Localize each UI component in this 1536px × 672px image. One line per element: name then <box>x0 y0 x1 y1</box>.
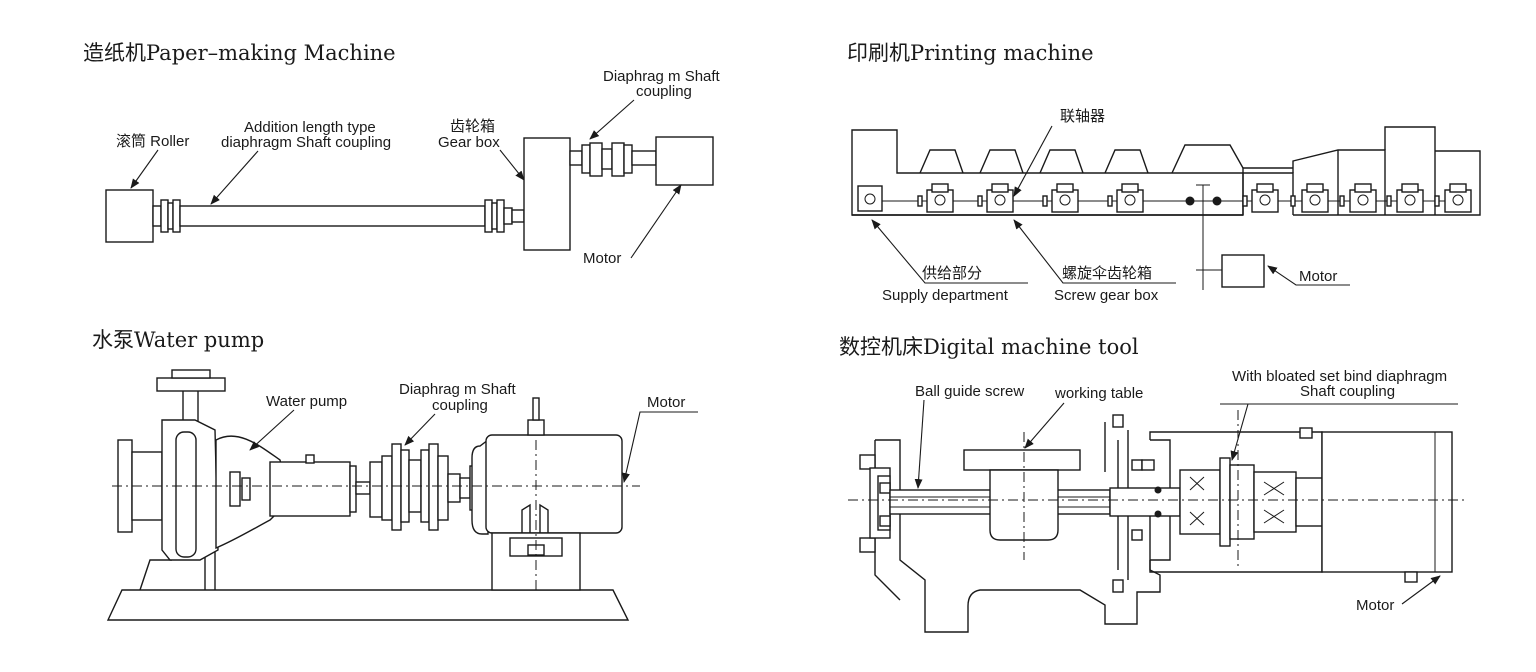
panel-paper-making: 造纸机Paper–making Machine <box>83 41 721 267</box>
cnc-working-table <box>963 449 1081 541</box>
pump-label: Water pump <box>266 393 347 410</box>
cnc-table-label: working table <box>1054 385 1143 402</box>
paper-gear-label-cn: 齿轮箱 <box>450 118 495 135</box>
printing-gear-boxes <box>857 183 1472 213</box>
cnc-title: 数控机床Digital machine tool <box>839 335 1139 359</box>
paper-right-coupling <box>484 199 525 233</box>
cnc-bloated-coupling <box>1109 457 1323 547</box>
printing-coupling-label: 联轴器 <box>1060 108 1105 125</box>
pump-centerlines <box>112 440 640 590</box>
pump-motor-label: Motor <box>647 394 685 411</box>
pump-motor <box>469 397 623 591</box>
pump-casing <box>117 419 219 561</box>
pump-bearing-housing <box>269 454 357 517</box>
paper-gear-box <box>523 137 571 251</box>
paper-motor <box>655 136 714 186</box>
printing-motor-label: Motor <box>1299 268 1337 285</box>
paper-diaphragm-label-2: coupling <box>636 83 692 100</box>
paper-title: 造纸机Paper–making Machine <box>83 41 396 65</box>
cnc-left-bearing <box>859 454 891 553</box>
paper-left-coupling <box>152 199 181 233</box>
paper-coupling-label-2: diaphragm Shaft coupling <box>221 134 391 151</box>
panel-printing: 印刷机Printing machine <box>847 41 1481 304</box>
paper-coupling-label-1: Addition length type <box>244 119 376 136</box>
cnc-coupling-label-1: With bloated set bind diaphragm <box>1232 368 1447 385</box>
printing-vertical-drive <box>1196 184 1265 290</box>
pump-title: 水泵Water pump <box>92 328 264 352</box>
panel-cnc: 数控机床Digital machine tool <box>839 335 1468 633</box>
paper-roller-label: 滚筒 Roller <box>116 133 189 150</box>
cnc-motor-label: Motor <box>1356 597 1394 614</box>
pump-diaphragm-label-2: coupling <box>432 397 488 414</box>
paper-motor-label: Motor <box>583 250 621 267</box>
pump-diaphragm-coupling <box>355 443 471 531</box>
paper-diaphragm-label-1: Diaphrag m Shaft <box>603 68 721 85</box>
printing-frame <box>851 126 1481 216</box>
paper-gear-label-en: Gear box <box>438 134 500 151</box>
paper-extension-shaft <box>179 205 486 227</box>
cnc-centerlines <box>848 403 1468 570</box>
paper-roller <box>105 189 154 243</box>
printing-screw-label-en: Screw gear box <box>1054 287 1159 304</box>
printing-title: 印刷机Printing machine <box>847 41 1094 65</box>
cnc-motor <box>1321 431 1453 583</box>
printing-couplings <box>917 195 1440 207</box>
pump-top-flange <box>156 369 226 425</box>
paper-diaphragm-coupling <box>569 142 657 177</box>
cnc-coupling-label-2: Shaft coupling <box>1300 383 1395 400</box>
printing-supply-label-cn: 供给部分 <box>922 265 982 282</box>
printing-screw-label-cn: 螺旋伞齿轮箱 <box>1062 265 1152 282</box>
printing-trapezoids <box>919 144 1244 174</box>
panel-water-pump: 水泵Water pump <box>92 328 698 621</box>
cnc-ball-screw-label: Ball guide screw <box>915 383 1024 400</box>
pump-diaphragm-label-1: Diaphrag m Shaft <box>399 381 517 398</box>
printing-supply-label-en: Supply department <box>882 287 1009 304</box>
